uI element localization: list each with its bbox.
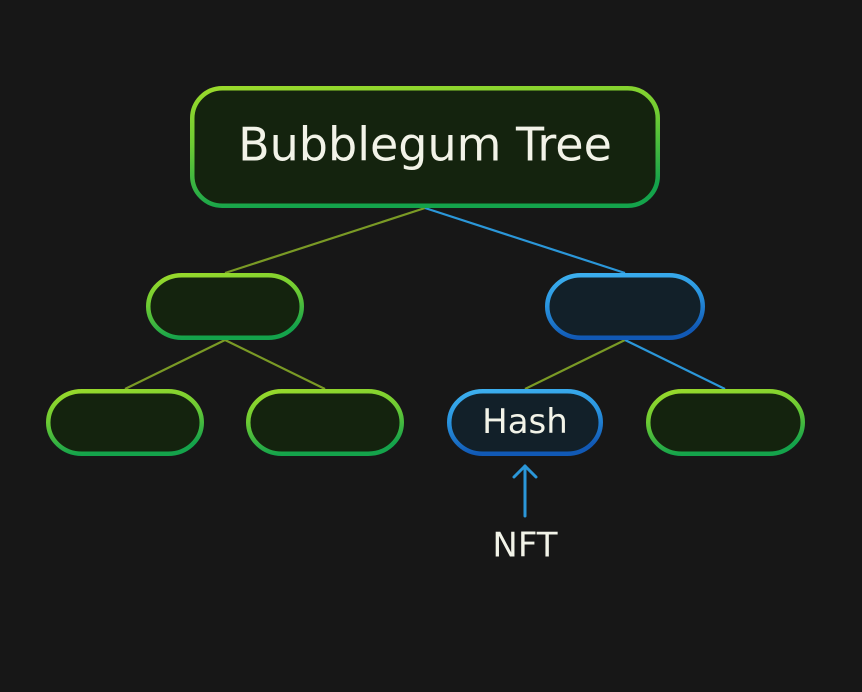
nft-annotation-label: NFT bbox=[492, 526, 557, 566]
node-shape-leaf-4 bbox=[646, 389, 805, 456]
edge-midright-leaf4 bbox=[624, 339, 726, 390]
node-shape-leaf-hash bbox=[447, 389, 603, 456]
tree-node-leaf-2[interactable] bbox=[246, 389, 404, 456]
node-shape-mid-right bbox=[545, 273, 705, 340]
tree-node-mid-right[interactable] bbox=[545, 273, 705, 340]
edge-root-midleft bbox=[224, 206, 426, 275]
tree-node-leaf-hash[interactable]: Hash bbox=[447, 389, 603, 456]
nft-annotation: NFT bbox=[492, 464, 558, 566]
tree-node-mid-left[interactable] bbox=[146, 273, 304, 340]
tree-node-leaf-4[interactable] bbox=[646, 389, 805, 456]
node-shape-root bbox=[190, 86, 660, 208]
node-label-leaf-hash: Hash bbox=[482, 402, 568, 442]
node-shape-leaf-2 bbox=[246, 389, 404, 456]
node-shape-mid-left bbox=[146, 273, 304, 340]
edge-midleft-leaf2 bbox=[224, 339, 326, 390]
edge-midleft-leaf1 bbox=[124, 339, 226, 390]
tree-node-root[interactable]: Bubblegum Tree bbox=[190, 86, 660, 208]
edge-root-midright bbox=[424, 206, 626, 275]
tree-node-leaf-1[interactable] bbox=[46, 389, 204, 456]
edges-layer bbox=[124, 206, 726, 390]
node-label-root: Bubblegum Tree bbox=[238, 118, 612, 172]
nft-arrow-head-icon bbox=[512, 464, 538, 479]
edge-midright-hash bbox=[524, 339, 626, 390]
node-shape-leaf-1 bbox=[46, 389, 204, 456]
annotations-layer: NFT bbox=[492, 464, 558, 566]
